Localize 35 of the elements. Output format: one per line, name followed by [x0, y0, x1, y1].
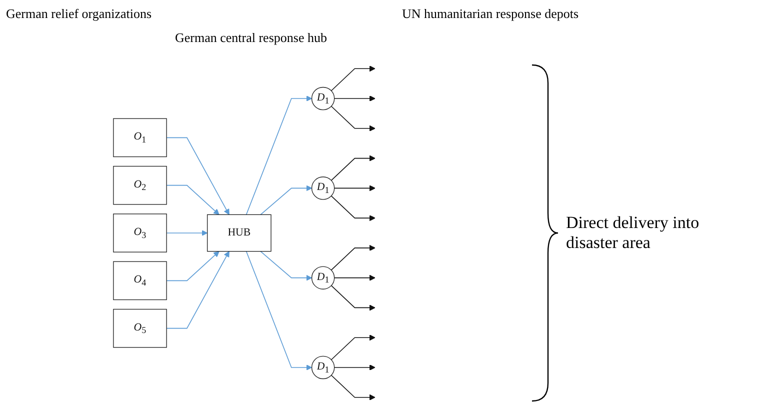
- arrow: [331, 244, 376, 270]
- arrow: [166, 250, 230, 328]
- arrow: [331, 105, 376, 131]
- arrow: [334, 184, 376, 191]
- column-heading: UN humanitarian response depots: [402, 6, 579, 22]
- column-heading: German relief organizations: [6, 6, 152, 22]
- arrow: [166, 184, 220, 214]
- arrow: [246, 95, 312, 215]
- arrow: [260, 250, 312, 280]
- arrow: [331, 374, 376, 400]
- node-circle: D$_{1}$: [312, 176, 336, 200]
- arrow: [331, 154, 376, 180]
- arrow: [331, 284, 376, 310]
- arrow: [331, 334, 376, 360]
- arrow: [331, 65, 376, 91]
- node-box: O$_{4}$: [113, 260, 168, 300]
- node-box: O$_{2}$: [113, 165, 168, 204]
- arrow: [334, 364, 376, 370]
- node-circle: D$_{1}$: [312, 266, 336, 289]
- node-box: O$_{3}$: [113, 213, 168, 252]
- arrow: [166, 250, 220, 281]
- node-box: O$_{5}$: [113, 308, 168, 348]
- arrow: [166, 136, 230, 214]
- node-circle: D$_{1}$: [312, 355, 336, 379]
- node-box: HUB: [207, 214, 272, 252]
- arrow: [260, 184, 312, 215]
- annotation-text: Direct delivery into disaster area: [566, 212, 700, 252]
- arrow: [166, 230, 208, 236]
- arrow: [334, 95, 376, 101]
- node-circle: D$_{1}$: [312, 86, 336, 110]
- arrow: [246, 250, 312, 370]
- arrow: [334, 274, 376, 280]
- arrow: [331, 195, 376, 221]
- column-heading: German central response hub: [175, 30, 327, 46]
- node-box: O$_{1}$: [113, 118, 168, 157]
